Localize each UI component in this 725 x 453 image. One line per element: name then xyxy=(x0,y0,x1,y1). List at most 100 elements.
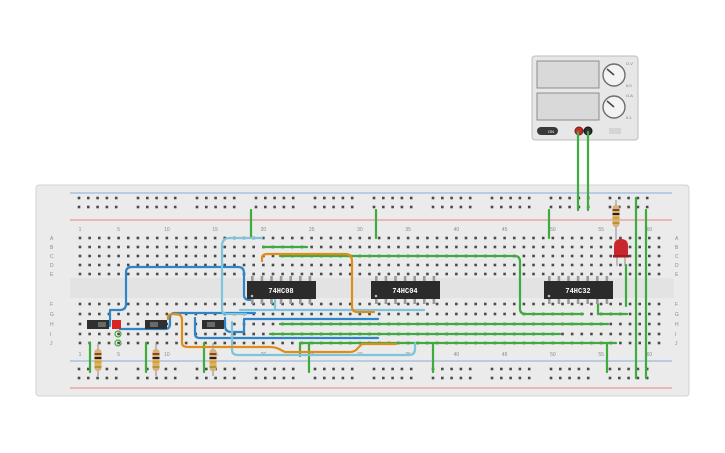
hole[interactable] xyxy=(580,302,584,306)
hole[interactable] xyxy=(561,263,564,267)
hole[interactable] xyxy=(657,254,661,258)
hole[interactable] xyxy=(96,205,99,209)
hole[interactable] xyxy=(223,205,227,209)
hole[interactable] xyxy=(339,302,342,306)
hole[interactable] xyxy=(657,322,661,326)
hole[interactable] xyxy=(291,263,294,267)
hole[interactable] xyxy=(136,322,140,326)
hole[interactable] xyxy=(426,272,429,276)
hole[interactable] xyxy=(107,332,111,336)
hole[interactable] xyxy=(397,236,400,240)
hole[interactable] xyxy=(648,245,651,249)
hole[interactable] xyxy=(105,196,109,200)
hole[interactable] xyxy=(570,263,574,267)
hole[interactable] xyxy=(397,312,400,316)
hole[interactable] xyxy=(252,245,255,249)
hole[interactable] xyxy=(175,322,178,326)
hole[interactable] xyxy=(273,205,276,209)
hole[interactable] xyxy=(155,302,159,306)
hole[interactable] xyxy=(570,254,574,258)
hole[interactable] xyxy=(271,341,275,345)
hole[interactable] xyxy=(155,245,159,249)
hole[interactable] xyxy=(435,312,439,316)
hole[interactable] xyxy=(551,272,555,276)
hole[interactable] xyxy=(262,341,265,345)
hole[interactable] xyxy=(242,332,246,336)
hole[interactable] xyxy=(126,254,130,258)
hole[interactable] xyxy=(329,263,333,267)
hole[interactable] xyxy=(242,245,246,249)
hole[interactable] xyxy=(98,302,101,306)
hole[interactable] xyxy=(541,236,545,240)
hole[interactable] xyxy=(107,272,111,276)
hole[interactable] xyxy=(493,302,497,306)
hole[interactable] xyxy=(313,205,317,209)
hole[interactable] xyxy=(387,272,391,276)
hole[interactable] xyxy=(319,302,323,306)
hole[interactable] xyxy=(214,196,217,200)
hole[interactable] xyxy=(645,367,649,371)
hole[interactable] xyxy=(368,245,371,249)
hole[interactable] xyxy=(146,263,149,267)
hole[interactable] xyxy=(78,341,82,345)
hole[interactable] xyxy=(165,236,169,240)
hole[interactable] xyxy=(638,322,641,326)
hole[interactable] xyxy=(638,341,641,345)
hole[interactable] xyxy=(78,236,82,240)
hole[interactable] xyxy=(590,312,593,316)
hole[interactable] xyxy=(648,272,651,276)
hole[interactable] xyxy=(549,205,553,209)
hole[interactable] xyxy=(291,312,294,316)
hole[interactable] xyxy=(527,205,531,209)
hole[interactable] xyxy=(474,236,477,240)
chip-74hc04[interactable]: 74HC04 xyxy=(371,281,440,299)
hole[interactable] xyxy=(175,254,178,258)
hole[interactable] xyxy=(173,376,177,380)
hole[interactable] xyxy=(136,263,140,267)
hole[interactable] xyxy=(619,302,622,306)
hole[interactable] xyxy=(165,263,169,267)
hole[interactable] xyxy=(397,263,400,267)
hole[interactable] xyxy=(164,367,168,371)
hole[interactable] xyxy=(648,322,651,326)
hole[interactable] xyxy=(329,312,333,316)
hole[interactable] xyxy=(155,196,158,200)
hole[interactable] xyxy=(107,254,111,258)
hole[interactable] xyxy=(339,263,342,267)
hole[interactable] xyxy=(358,272,362,276)
hole[interactable] xyxy=(165,245,169,249)
hole[interactable] xyxy=(232,367,236,371)
hole[interactable] xyxy=(107,263,111,267)
hole[interactable] xyxy=(619,341,622,345)
hole[interactable] xyxy=(608,196,612,200)
hole[interactable] xyxy=(455,302,458,306)
hole[interactable] xyxy=(441,367,444,371)
hole[interactable] xyxy=(242,263,246,267)
resistor-2[interactable] xyxy=(152,343,160,376)
hole[interactable] xyxy=(175,341,178,345)
hole[interactable] xyxy=(126,245,130,249)
hole[interactable] xyxy=(136,236,140,240)
hole[interactable] xyxy=(281,341,284,345)
hole[interactable] xyxy=(105,367,109,371)
hole[interactable] xyxy=(445,272,448,276)
hole[interactable] xyxy=(627,205,630,209)
hole[interactable] xyxy=(368,272,371,276)
hole[interactable] xyxy=(341,196,345,200)
hole[interactable] xyxy=(628,302,632,306)
hole[interactable] xyxy=(577,367,581,371)
hole[interactable] xyxy=(580,254,584,258)
hole[interactable] xyxy=(252,272,255,276)
hole[interactable] xyxy=(638,236,641,240)
hole[interactable] xyxy=(146,341,149,345)
hole[interactable] xyxy=(522,254,526,258)
hole[interactable] xyxy=(291,302,294,306)
hole[interactable] xyxy=(310,263,313,267)
wire-blue[interactable] xyxy=(108,294,128,328)
hole[interactable] xyxy=(416,236,420,240)
hole[interactable] xyxy=(271,272,275,276)
hole[interactable] xyxy=(329,302,333,306)
hole[interactable] xyxy=(382,205,385,209)
hole[interactable] xyxy=(165,332,169,336)
hole[interactable] xyxy=(78,254,82,258)
